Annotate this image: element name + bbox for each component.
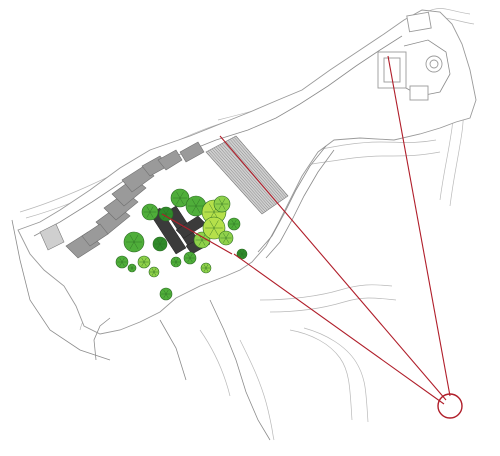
tree-canopy-icon <box>115 255 129 269</box>
roof-hatch-line <box>209 149 266 212</box>
roof-hatch-line <box>227 140 282 201</box>
tree-canopy-icon <box>159 287 173 301</box>
tree-canopy-icon <box>218 230 234 246</box>
tree-canopy-icon <box>236 248 248 260</box>
tree-canopy-icon <box>148 266 160 278</box>
tree-canopy-icon <box>202 216 226 240</box>
tree-canopy-icon <box>185 195 207 217</box>
tree-canopy-icon <box>200 262 212 274</box>
tree-canopy-icon <box>170 256 182 268</box>
roof-hatch-line <box>213 147 270 210</box>
roof-hatch-line <box>219 144 275 206</box>
roof-hatch-line <box>231 137 285 199</box>
sight-line-diagonal <box>219 135 447 401</box>
roof-hatch-line <box>215 146 271 209</box>
tree-canopy-group <box>115 188 248 301</box>
tree-canopy-icon <box>183 251 197 265</box>
sight-line-building <box>161 213 233 255</box>
upper-complex <box>377 11 451 101</box>
roof-hatch-line <box>205 151 263 215</box>
sight-line-upper <box>387 55 451 397</box>
sight-line-lower <box>233 253 445 405</box>
tree-canopy-icon <box>213 195 231 213</box>
tree-canopy-icon <box>137 255 151 269</box>
roof-hatch-line <box>233 136 287 198</box>
tree-canopy-icon <box>123 231 145 253</box>
tree-canopy-icon <box>152 236 168 252</box>
ridge-buildings <box>39 141 205 259</box>
roof-hatch-line <box>229 139 283 200</box>
roof-hatch-line <box>207 150 264 213</box>
tree-canopy-icon <box>127 263 137 273</box>
roof-hatch-line <box>221 143 277 205</box>
roof-hatch-line <box>211 148 268 211</box>
viewpoint-circle-icon <box>437 393 463 419</box>
tree-canopy-icon <box>141 203 159 221</box>
tree-canopy-icon <box>227 217 241 231</box>
sight-lines <box>161 55 451 405</box>
roof-hatch-line <box>235 135 289 197</box>
tree-canopy-icon <box>158 206 174 222</box>
central-buildings <box>149 205 211 255</box>
roof-hatch-line <box>225 141 280 203</box>
roof-hatch-line <box>217 145 273 207</box>
large-roof-building <box>205 135 289 215</box>
tree-canopy-icon <box>170 188 190 208</box>
